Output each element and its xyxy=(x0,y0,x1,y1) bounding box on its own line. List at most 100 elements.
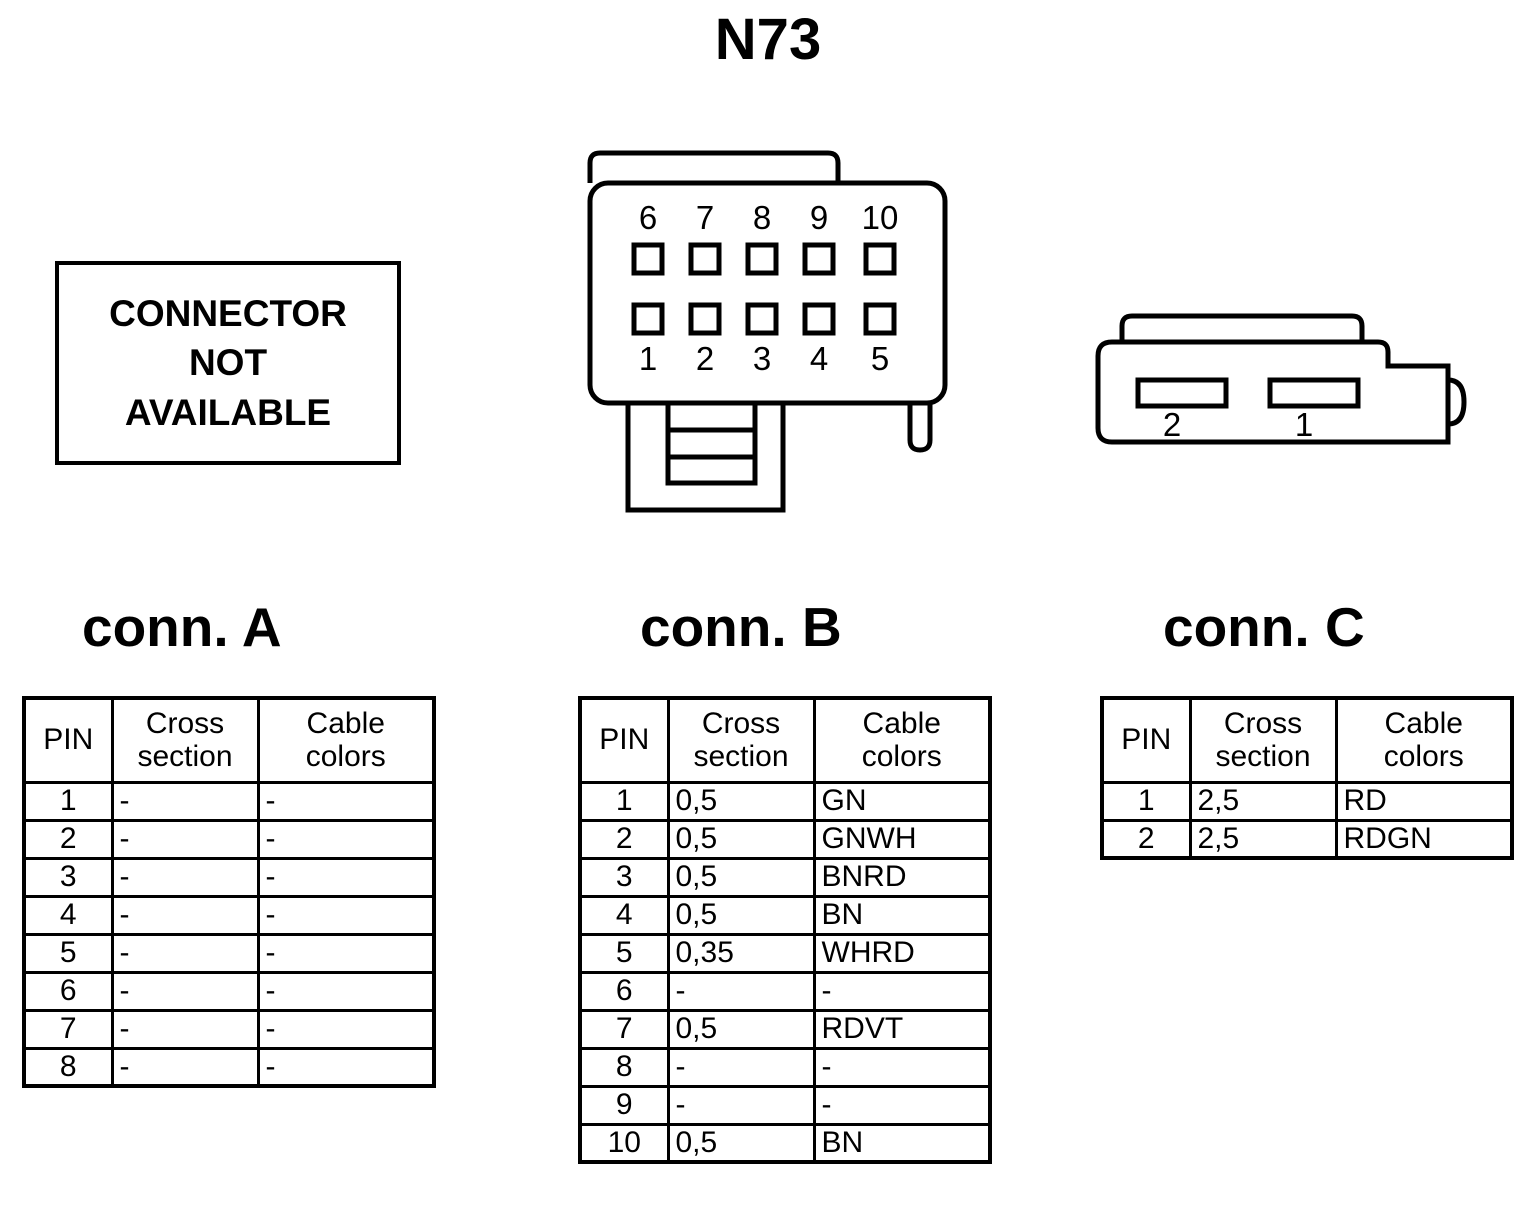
column-header-cross-section-line-2: section xyxy=(693,740,789,774)
cell-cable-colors: - xyxy=(256,818,436,860)
cell-cross-section: - xyxy=(110,970,260,1012)
connector-b-cavity-7 xyxy=(688,242,722,276)
connector-b-cavity-2 xyxy=(688,302,722,336)
cell-cable-colors: - xyxy=(812,1084,992,1126)
connector-not-available-box: CONNECTOR NOT AVAILABLE xyxy=(55,261,401,465)
pin-table-c-header: PIN Cross section Cable colors xyxy=(1100,696,1514,784)
column-header-pin: PIN xyxy=(578,696,670,784)
cell-pin: 3 xyxy=(578,856,670,898)
connector-b-pin-label-4: 4 xyxy=(810,340,828,377)
cell-pin: 5 xyxy=(22,932,114,974)
connector-b-pin-label-6: 6 xyxy=(639,199,657,236)
connector-c-pin-label-1: 1 xyxy=(1295,406,1313,443)
connector-b-pin-label-5: 5 xyxy=(871,340,889,377)
connector-c-nose-bump xyxy=(1447,377,1467,427)
connector-b-cavity-9 xyxy=(802,242,836,276)
cell-cable-colors: - xyxy=(812,970,992,1012)
cell-cross-section: 0,35 xyxy=(666,932,816,974)
cell-cross-section: 0,5 xyxy=(666,780,816,822)
cell-cross-section: 2,5 xyxy=(1188,780,1338,822)
connector-b-cavity-10 xyxy=(863,242,897,276)
cell-cross-section: - xyxy=(110,1008,260,1050)
cell-pin: 2 xyxy=(1100,818,1192,860)
cell-cable-colors: GNWH xyxy=(812,818,992,860)
connector-not-available-line-1: CONNECTOR xyxy=(109,292,347,334)
column-header-cable-colors-line-1: Cable xyxy=(862,706,941,740)
connector-c-pin-label-2: 2 xyxy=(1163,406,1181,443)
table-row: 6-- xyxy=(578,970,992,1012)
cell-cable-colors: - xyxy=(256,1008,436,1050)
cell-cable-colors: RDVT xyxy=(812,1008,992,1050)
connector-b-rear-shell-left xyxy=(587,150,601,183)
connector-c-drawing: 2 1 xyxy=(1095,313,1467,445)
column-header-cable-colors-line-1: Cable xyxy=(1384,706,1463,740)
column-header-cable-colors-line-2: colors xyxy=(1383,740,1464,774)
cell-cable-colors: - xyxy=(256,932,436,974)
connector-b-side-latch xyxy=(907,390,933,453)
page-title: N73 xyxy=(714,7,822,72)
cell-pin: 8 xyxy=(22,1046,114,1088)
table-row: 7-- xyxy=(22,1008,436,1050)
connector-b-plug-stem xyxy=(625,403,786,513)
connector-b-body xyxy=(587,180,948,406)
table-row: 1-- xyxy=(22,780,436,822)
cell-pin: 7 xyxy=(22,1008,114,1050)
cell-cable-colors: WHRD xyxy=(812,932,992,974)
connector-c-body xyxy=(1095,339,1451,445)
cell-pin: 7 xyxy=(578,1008,670,1050)
column-header-cable-colors-line-1: Cable xyxy=(306,706,385,740)
cell-cross-section: 2,5 xyxy=(1188,818,1338,860)
table-row: 8-- xyxy=(578,1046,992,1088)
column-header-cable-colors: Cable colors xyxy=(812,696,992,784)
connector-not-available-line-3: AVAILABLE xyxy=(124,391,332,433)
cell-cross-section: - xyxy=(110,818,260,860)
connector-b-pin-label-7: 7 xyxy=(696,199,714,236)
connector-b-rear-shell xyxy=(600,150,841,190)
cell-cross-section: - xyxy=(110,856,260,898)
cell-cross-section: - xyxy=(110,780,260,822)
cell-pin: 1 xyxy=(1100,780,1192,822)
cell-cable-colors: - xyxy=(256,856,436,898)
table-header-row: PIN Cross section Cable colors xyxy=(578,696,992,784)
cell-pin: 3 xyxy=(22,856,114,898)
conn-heading-c: conn. C xyxy=(1163,596,1365,658)
cell-cable-colors: - xyxy=(256,970,436,1012)
pin-table-b-header: PIN Cross section Cable colors xyxy=(578,696,992,784)
table-row: 5-- xyxy=(22,932,436,974)
table-row: 8-- xyxy=(22,1046,436,1088)
cell-cross-section: - xyxy=(666,1046,816,1088)
connector-b-pin-label-10: 10 xyxy=(862,199,899,236)
cell-pin: 2 xyxy=(578,818,670,860)
cell-cable-colors: RD xyxy=(1334,780,1514,822)
cell-pin: 6 xyxy=(22,970,114,1012)
cell-cross-section: 0,5 xyxy=(666,818,816,860)
cell-cross-section: 0,5 xyxy=(666,1122,816,1164)
cell-cable-colors: BN xyxy=(812,894,992,936)
cell-cross-section: - xyxy=(110,894,260,936)
table-row: 9-- xyxy=(578,1084,992,1126)
column-header-cross-section-line-1: Cross xyxy=(145,706,225,740)
cell-pin: 1 xyxy=(578,780,670,822)
column-header-pin: PIN xyxy=(1100,696,1192,784)
cell-cross-section: 0,5 xyxy=(666,856,816,898)
column-header-pin: PIN xyxy=(22,696,114,784)
cell-pin: 10 xyxy=(578,1122,670,1164)
connector-b-cavity-1 xyxy=(631,302,665,336)
connector-c-cavity-2 xyxy=(1135,377,1229,409)
cell-cable-colors: - xyxy=(812,1046,992,1088)
connector-b-pin-label-3: 3 xyxy=(753,340,771,377)
connector-b-pin-label-9: 9 xyxy=(810,199,828,236)
conn-heading-a: conn. A xyxy=(82,596,282,658)
table-row: 4-- xyxy=(22,894,436,936)
cell-cross-section: - xyxy=(110,1046,260,1088)
cell-cable-colors: - xyxy=(256,894,436,936)
connector-b-cavity-4 xyxy=(802,302,836,336)
pin-table-a-header: PIN Cross section Cable colors xyxy=(22,696,436,784)
column-header-cross-section: Cross section xyxy=(110,696,260,784)
pin-table-a-body: 1--2--3--4--5--6--7--8-- xyxy=(22,780,436,1088)
